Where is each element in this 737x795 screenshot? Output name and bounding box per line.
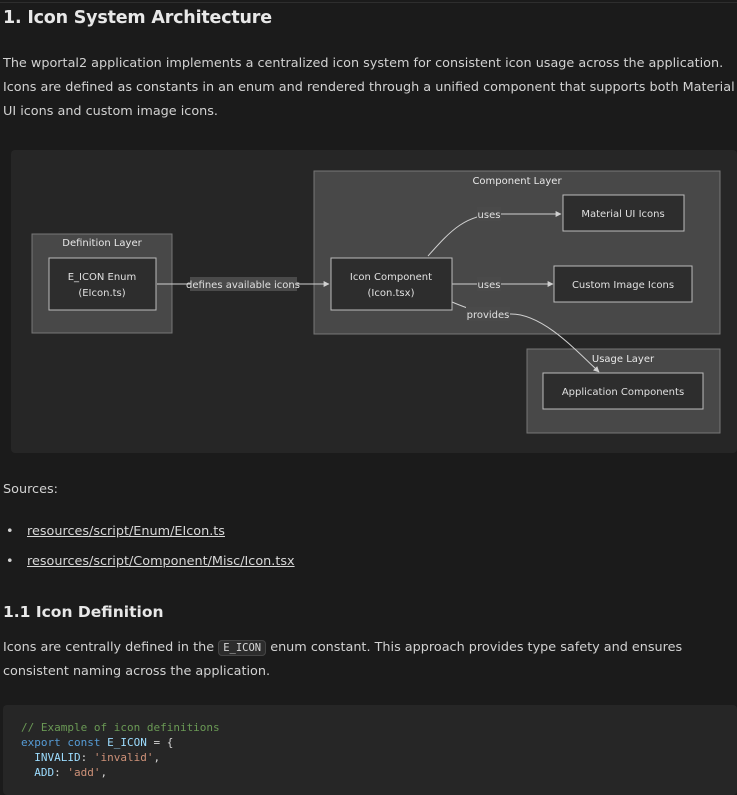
architecture-diagram: Definition Layer Component Layer Usage L…	[11, 150, 737, 453]
node-material-ui-icons-label: Material UI Icons	[581, 209, 664, 220]
edge-label-uses-material: uses	[478, 210, 501, 221]
definition-text-before: Icons are centrally defined in the	[3, 640, 219, 655]
definition-text-after: enum constant. This approach provides ty…	[3, 640, 683, 679]
node-icon-component-line2: (Icon.tsx)	[368, 288, 415, 299]
code-line-2: export const E_ICON = {	[21, 736, 174, 749]
usage-layer-label: Usage Layer	[592, 354, 655, 365]
code-comment: // Example of icon definitions	[21, 721, 220, 734]
edge-label-uses-custom: uses	[478, 280, 501, 291]
node-eicon-enum-line1: E_ICON Enum	[68, 272, 137, 283]
inline-code-eicon: E_ICON	[218, 640, 267, 656]
sources-label: Sources:	[3, 482, 58, 497]
section-title: 1. Icon System Architecture	[3, 8, 272, 28]
top-divider	[0, 2, 737, 3]
node-icon-component-line1: Icon Component	[350, 272, 432, 283]
node-custom-image-icons	[553, 265, 693, 303]
definition-layer-label: Definition Layer	[62, 238, 142, 249]
definition-paragraph: Icons are centrally defined in the E_ICO…	[3, 636, 733, 684]
subsection-title: 1.1 Icon Definition	[3, 603, 164, 621]
edge-label-provides: provides	[467, 310, 510, 321]
node-eicon-enum-line2: (EIcon.ts)	[78, 288, 125, 299]
code-line-3: INVALID: 'invalid',	[34, 751, 161, 764]
bullet-icon: •	[6, 524, 14, 539]
edge-label-defines: defines available icons	[186, 280, 300, 291]
node-material-ui-icons	[562, 194, 685, 232]
node-icon-component	[330, 257, 453, 311]
node-custom-image-icons-label: Custom Image Icons	[572, 280, 674, 291]
node-eicon-enum	[48, 257, 157, 311]
node-application-components	[542, 372, 704, 410]
source-link-eicon[interactable]: resources/script/Enum/EIcon.ts	[27, 524, 225, 539]
code-block: // Example of icon definitions export co…	[3, 705, 737, 795]
source-link-icon-component[interactable]: resources/script/Component/Misc/Icon.tsx	[27, 554, 295, 569]
intro-paragraph: The wportal2 application implements a ce…	[3, 56, 735, 119]
component-layer-label: Component Layer	[472, 176, 562, 187]
code-line-4: ADD: 'add',	[34, 766, 108, 779]
bullet-icon: •	[6, 554, 14, 569]
node-application-components-label: Application Components	[562, 387, 684, 398]
